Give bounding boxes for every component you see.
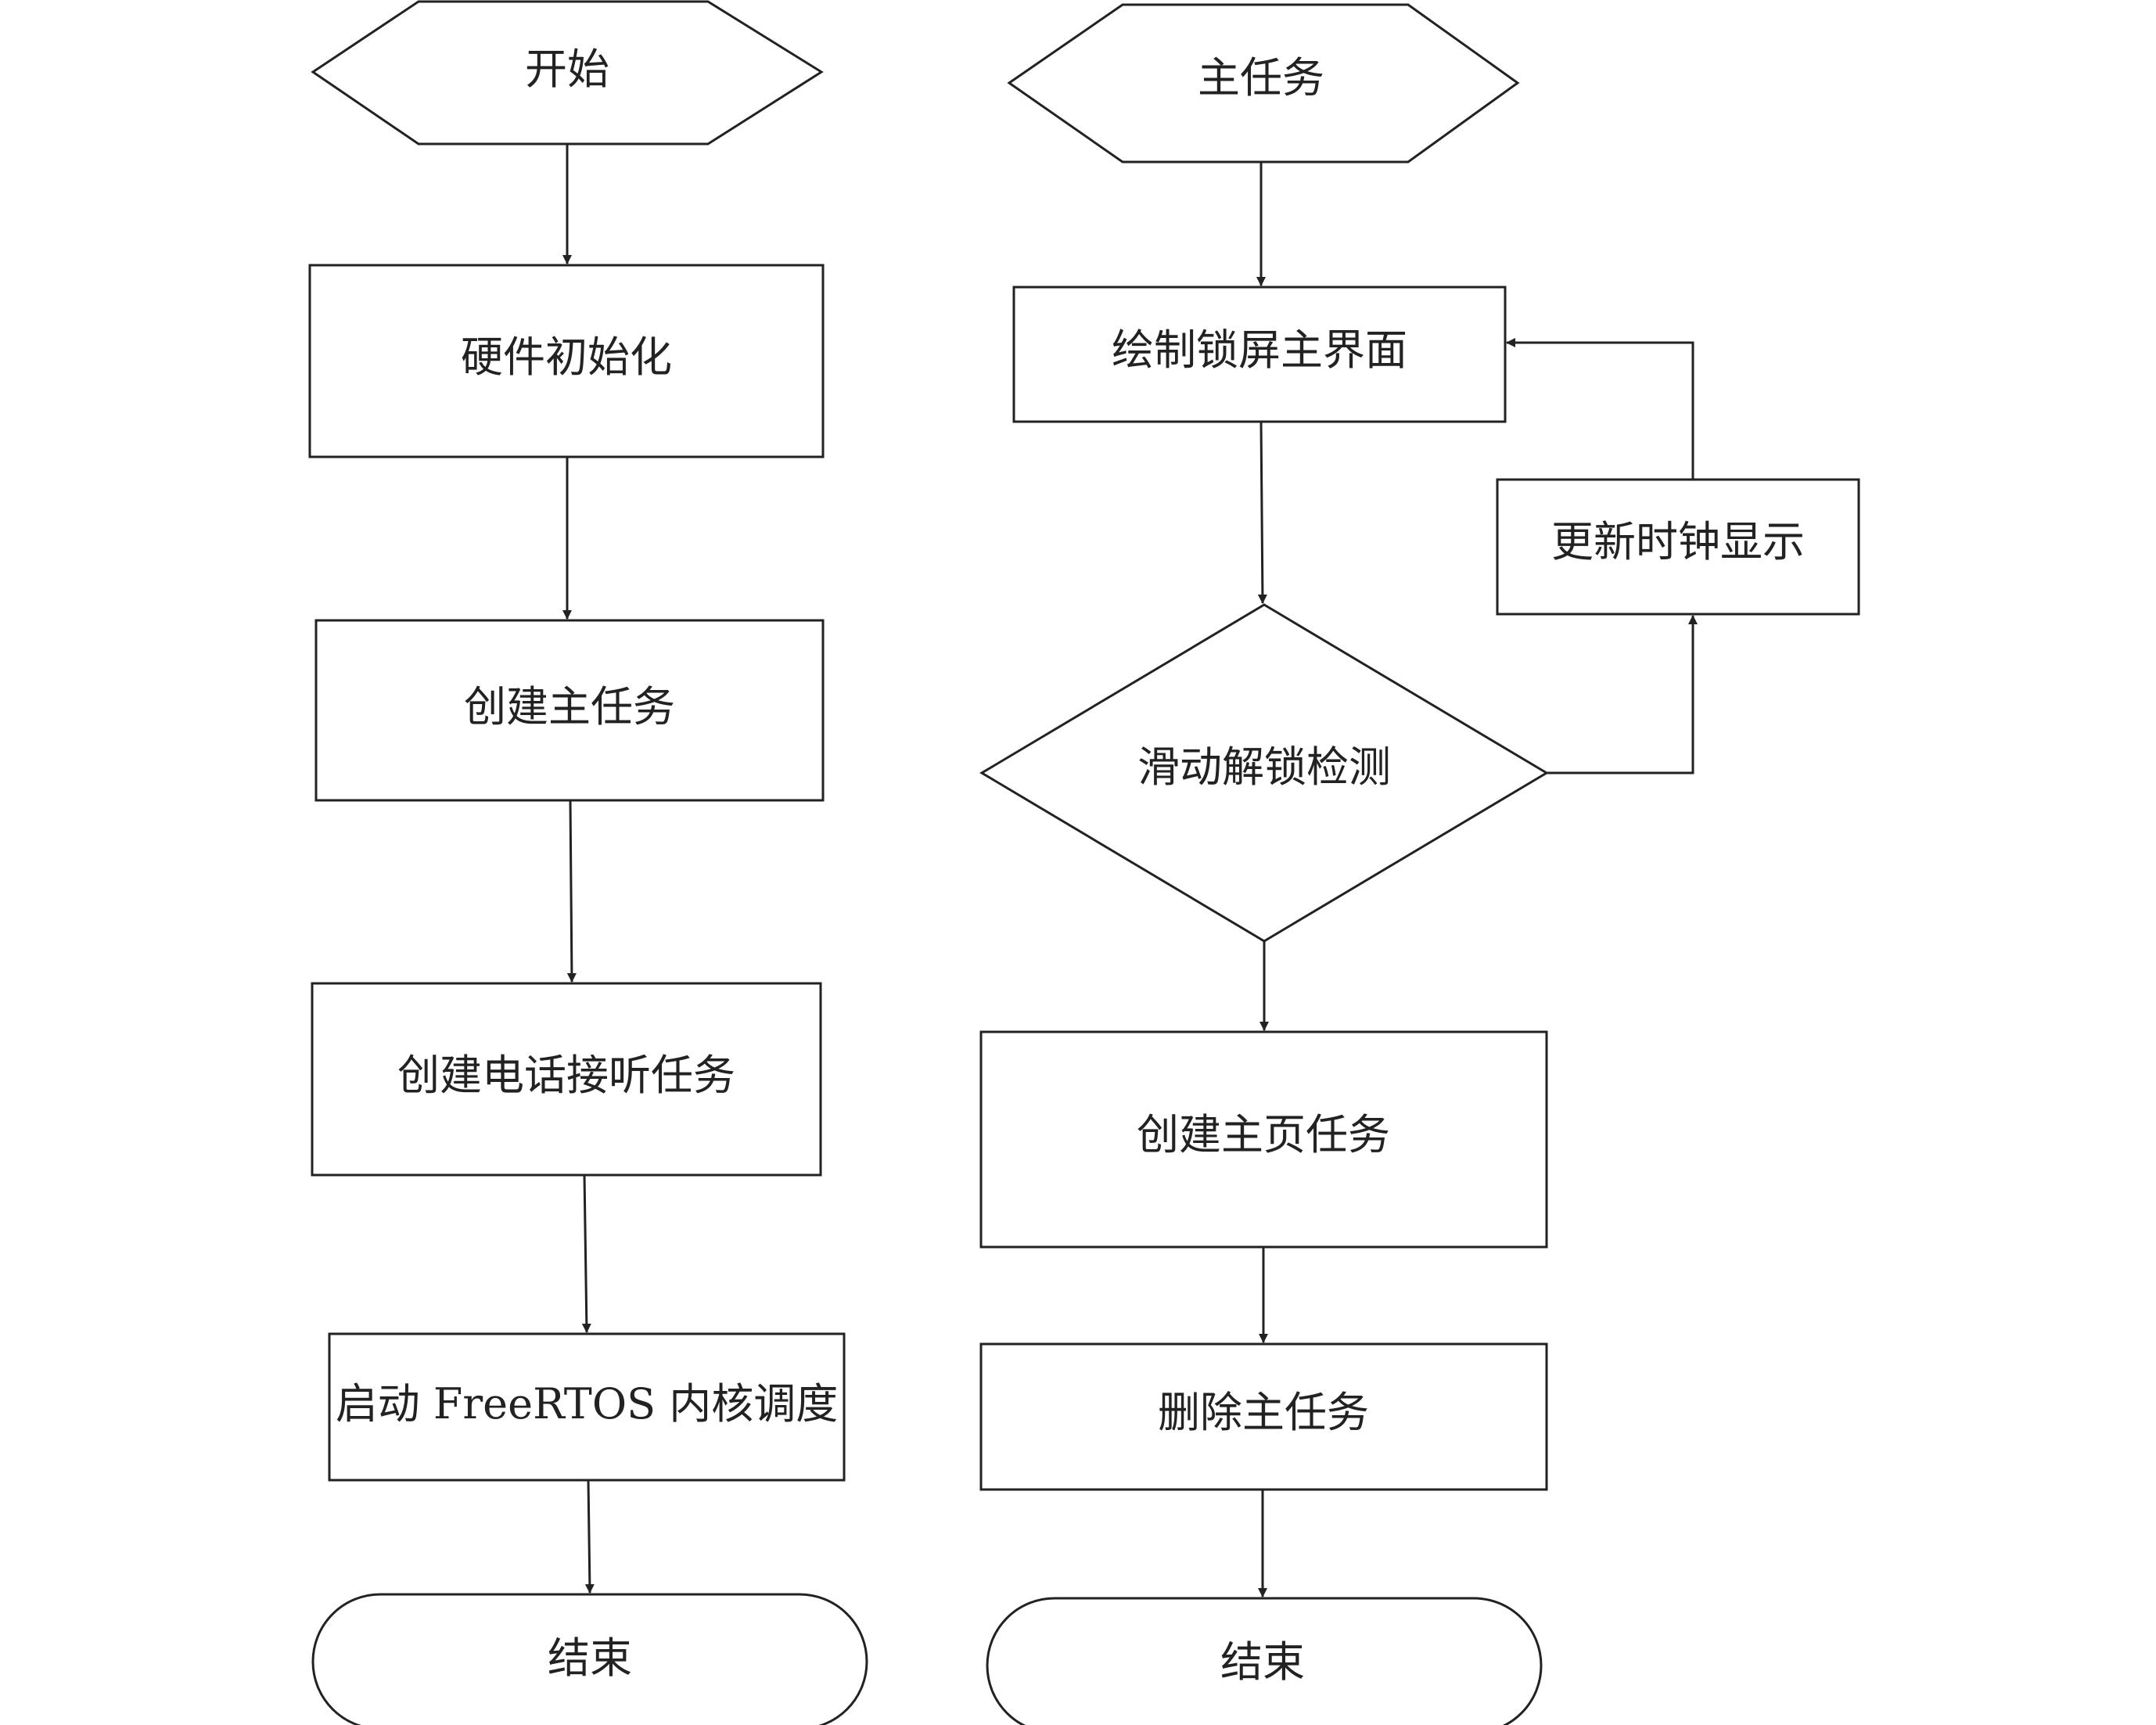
update-clock-label: 更新时钟显示 (1551, 517, 1805, 566)
arrow-updateClock-to-drawLock (1506, 338, 1694, 480)
node-right-end: 结束 (986, 1597, 1543, 1725)
arrow-phoneTask-to-kernel (581, 1174, 591, 1333)
main-task-hexagon-shape (1007, 3, 1520, 164)
node-start-kernel: 启动 FreeRTOS 内核调度 (328, 1332, 846, 1482)
node-draw-lock-screen: 绘制锁屏主界面 (1012, 286, 1507, 423)
node-main-task: 主任务 (1007, 3, 1520, 164)
node-slide-unlock-check: 滑动解锁检测 (979, 603, 1549, 943)
start-label: 开始 (525, 45, 609, 94)
create-home-task-label: 创建主页任务 (1137, 1110, 1390, 1159)
create-home-task-box (979, 1030, 1548, 1249)
create-phone-task-box (311, 982, 822, 1177)
node-create-main-task: 创建主任务 (314, 619, 825, 802)
hardware-init-box (308, 264, 825, 458)
hardware-init-label: 硬件初始化 (461, 332, 672, 382)
start-kernel-box (328, 1332, 846, 1482)
right-end-terminator (986, 1597, 1543, 1725)
start-hexagon-shape (311, 0, 824, 146)
create-main-task-box (314, 619, 825, 802)
left-flow: 开始 硬件初始化 创建主任务 创建电话接听任务 启动 FreeRTOS 内核调度… (308, 0, 868, 1725)
update-clock-box (1496, 478, 1860, 616)
arrow-mainTask-to-phoneTask (566, 800, 577, 983)
create-main-task-label: 创建主任务 (464, 682, 675, 731)
node-update-clock: 更新时钟显示 (1496, 478, 1860, 616)
right-flow: 主任务 绘制锁屏主界面 更新时钟显示 滑动解锁检测 创建主页任务 删除主任务 结… (979, 3, 1860, 1725)
delete-main-task-box (979, 1342, 1548, 1491)
arrow-kernel-to-end (584, 1479, 595, 1594)
delete-main-task-label: 删除主任务 (1158, 1388, 1369, 1437)
create-phone-task-label: 创建电话接听任务 (397, 1051, 735, 1100)
right-end-label: 结束 (1220, 1637, 1305, 1687)
slide-unlock-check-label: 滑动解锁检测 (1137, 742, 1391, 792)
node-delete-main-task: 删除主任务 (979, 1342, 1548, 1491)
node-create-phone-task: 创建电话接听任务 (311, 982, 822, 1177)
node-hardware-init: 硬件初始化 (308, 264, 825, 458)
node-left-end: 结束 (311, 1593, 868, 1725)
main-task-label: 主任务 (1198, 53, 1324, 102)
left-end-label: 结束 (548, 1633, 632, 1683)
start-kernel-label: 启动 FreeRTOS 内核调度 (336, 1379, 839, 1429)
draw-lock-screen-label: 绘制锁屏主界面 (1112, 325, 1407, 375)
node-create-home-task: 创建主页任务 (979, 1030, 1548, 1249)
arrow-slideCheck-to-updateClock (1547, 615, 1698, 774)
left-end-terminator (311, 1593, 868, 1725)
arrow-drawLock-to-slideCheck (1257, 421, 1267, 604)
draw-lock-screen-box (1012, 286, 1507, 423)
node-start: 开始 (311, 0, 824, 146)
